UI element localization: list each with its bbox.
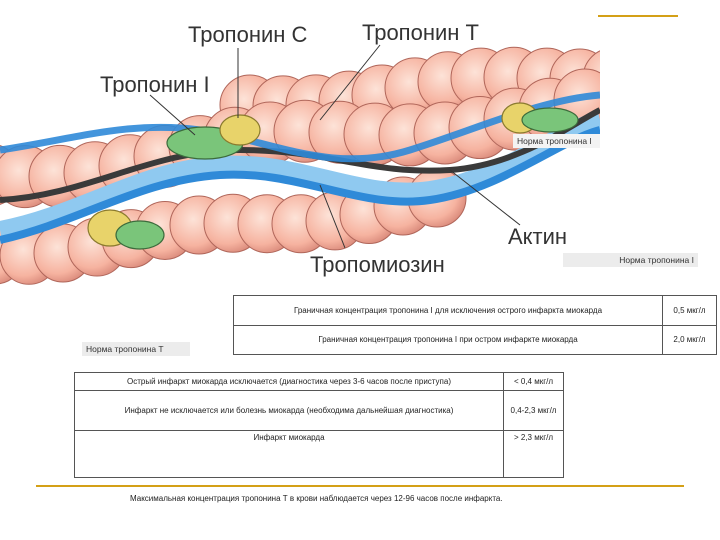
accent-line-bottom: [36, 485, 684, 487]
table-cell-value: > 2,3 мкг/л: [503, 430, 564, 478]
table-row: Граничная концентрация тропонина I при о…: [233, 324, 717, 355]
table-row: Граничная концентрация тропонина I для и…: [233, 295, 717, 326]
table-cell-desc: Инфаркт миокарда: [74, 430, 504, 478]
tropomyosin-ribbon-light: [0, 111, 600, 239]
tag-norm-troponin-i: Норма тропонина I: [563, 253, 698, 267]
troponin-complex-bottom: [87, 209, 165, 250]
label-troponin-i: Тропонин I: [100, 72, 210, 97]
leader-troponin-t: [319, 44, 381, 121]
leader-troponin-i: [149, 94, 196, 136]
troponin-t-table: Острый инфаркт миокарда исключается (диа…: [74, 372, 564, 478]
table-cell-value: 0,5 мкг/л: [662, 295, 717, 326]
accent-line-top: [598, 15, 678, 17]
label-actin: Актин: [508, 224, 568, 249]
tropomyosin-ribbon-blue: [0, 126, 600, 244]
leader-tropomyosin: [319, 184, 346, 249]
leader-actin: [449, 169, 521, 226]
label-troponin-c: Тропонин С: [188, 22, 308, 47]
table-cell-desc: Острый инфаркт миокарда исключается (диа…: [74, 372, 504, 391]
tag-norm-troponin-t: Норма тропонина Т: [82, 342, 190, 356]
troponin-i-table: Граничная концентрация тропонина I для и…: [233, 295, 717, 355]
tag-norm-troponin-i-overlay: Норма тропонина I: [513, 134, 600, 148]
troponin-complex-left: [166, 114, 261, 160]
table-row: Инфаркт не исключается или болезнь миока…: [74, 390, 564, 431]
troponin-complex-right: [501, 102, 579, 134]
table-cell-desc: Граничная концентрация тропонина I при о…: [233, 324, 663, 355]
table-row: Инфаркт миокарда > 2,3 мкг/л: [74, 430, 564, 478]
label-tropomyosin: Тропомиозин: [310, 252, 445, 277]
table-cell-desc: Инфаркт не исключается или болезнь миока…: [74, 390, 504, 431]
table-cell-value: < 0,4 мкг/л: [503, 372, 564, 391]
footnote: Максимальная концентрация тропонина Т в …: [130, 494, 503, 503]
thin-filament-illustration: [0, 44, 600, 285]
table-cell-value: 0,4-2,3 мкг/л: [503, 390, 564, 431]
table-cell-value: 2,0 мкг/л: [662, 324, 717, 355]
table-row: Острый инфаркт миокарда исключается (диа…: [74, 372, 564, 391]
label-troponin-t: Тропонин Т: [362, 20, 479, 45]
table-cell-desc: Граничная концентрация тропонина I для и…: [233, 295, 663, 326]
